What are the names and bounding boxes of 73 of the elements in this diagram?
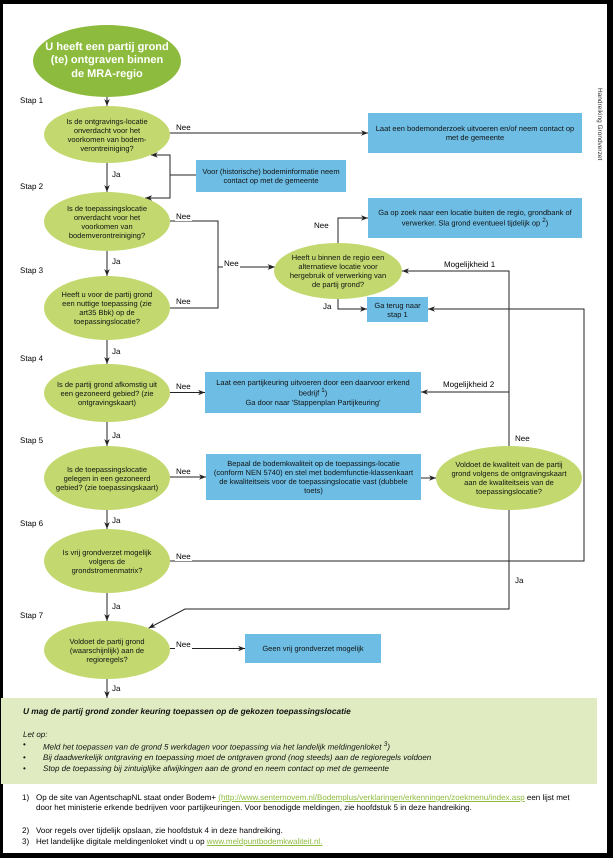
step-label: Stap 6 — [20, 519, 44, 528]
arrow — [338, 298, 368, 312]
edge-label: Nee — [175, 383, 192, 391]
footnote-text: Het landelijke digitale meldingenloket vindt u op www.meldpuntbodemkwaliteit.nl. — [36, 837, 324, 848]
edge-label: Ja — [111, 171, 122, 179]
edge-label: Mogelijkheid 1 — [443, 261, 496, 269]
arrow — [104, 340, 110, 364]
bullet: • — [23, 764, 27, 775]
step-label: Stap 5 — [20, 436, 44, 445]
arrow — [104, 162, 110, 192]
bullet: • — [23, 753, 27, 764]
edge-label: Ja — [111, 603, 122, 611]
footnote-text: Op de site van AgentschapNL staat onder Bodem+ (http://www.senternovem.nl/Bodemplus/verklaringen/erkenningen/zoekmenu/index.asp een lijst met door het ministerie erkende bedrijven voor partijkeuringen. Voor benodigde meldingen, zie hoofdstuk 5 in deze handreiking. — [36, 793, 571, 814]
footnote-text: Voor regels over tijdelijk opslaan, zie hoofdstuk 4 in deze handreiking. — [36, 826, 284, 836]
edge-label: Nee — [175, 553, 192, 561]
step-label: Stap 1 — [20, 96, 44, 105]
result-heading: U mag de partij grond zonder keuring toepassen op de gekozen toepassingslocatie — [23, 707, 351, 717]
action-box — [196, 160, 346, 192]
step-label: Stap 3 — [20, 266, 44, 275]
edge-label: Ja — [111, 348, 122, 356]
note-heading: Let op: — [23, 730, 48, 740]
edge-label: Ja — [322, 303, 332, 311]
bullet-item: Bij daadwerkelijk ontgraving en toepassing moet de ontgraven grond (nog steeds) aan de regioregels voldoen — [43, 753, 432, 764]
action-box — [205, 372, 421, 413]
edge-label: Ja — [111, 258, 122, 266]
arrow — [170, 264, 276, 308]
footnote-number: 2) — [22, 826, 30, 836]
edge-label: Nee — [175, 468, 192, 476]
arrow — [104, 250, 110, 276]
action-box — [368, 198, 582, 238]
bullet: • — [23, 740, 27, 751]
arrow — [148, 510, 510, 629]
footnote-number: 1) — [22, 793, 30, 804]
arrow — [104, 96, 110, 106]
edge-label: Ja — [111, 517, 122, 525]
arrow — [420, 389, 510, 446]
action-box — [245, 634, 381, 663]
arrow — [169, 646, 246, 652]
action-box — [368, 113, 582, 153]
arrow — [169, 130, 368, 136]
edge-label: Nee — [175, 213, 192, 221]
footnote-number: 3) — [22, 837, 30, 848]
bullet-item: Stop de toepassing bij zintuiglijke afwijkingen aan de grond en neem contact op met de gemeente — [43, 764, 390, 775]
arrow — [420, 475, 436, 481]
arrow — [104, 592, 110, 622]
branch-label: Nee — [514, 435, 531, 443]
step-label: Stap 4 — [20, 354, 44, 363]
arrow — [170, 474, 206, 480]
arrow — [104, 422, 110, 446]
edge-label: Nee — [175, 641, 192, 649]
edge-label: Ja — [111, 685, 122, 693]
edge-label: Nee — [175, 124, 192, 132]
arrow — [144, 174, 196, 201]
node-text: U heeft een partij grond (te) ontgraven binnen de MRA-regio — [45, 41, 169, 81]
edge-label: Ja — [111, 432, 122, 440]
link: www.meldpuntbodemkwaliteit.nl. — [206, 837, 322, 846]
edge-label: Nee — [175, 298, 192, 306]
action-box — [206, 454, 421, 500]
step-label: Stap 7 — [20, 611, 44, 620]
arrow — [170, 390, 206, 396]
edge-label: Mogelijkheid 2 — [442, 381, 496, 389]
bullet-item: Meld het toepassen van de grond 5 werkdagen voor toepassing via het landelijk meldingenloket $^{3}$) — [43, 740, 392, 753]
edge-label: Ja — [514, 577, 524, 585]
arrow — [104, 510, 110, 530]
branch-label: Nee — [223, 260, 240, 268]
action-box — [367, 297, 428, 322]
arrow — [170, 306, 584, 562]
step-label: Stap 2 — [20, 182, 44, 191]
arrow — [338, 215, 368, 244]
arrow — [104, 678, 110, 698]
edge-label: Nee — [313, 222, 330, 230]
result-panel — [1, 698, 597, 784]
link: (http://www.senternovem.nl/Bodemplus/verklaringen/erkenningen/zoekmenu/index.asp — [218, 793, 525, 802]
